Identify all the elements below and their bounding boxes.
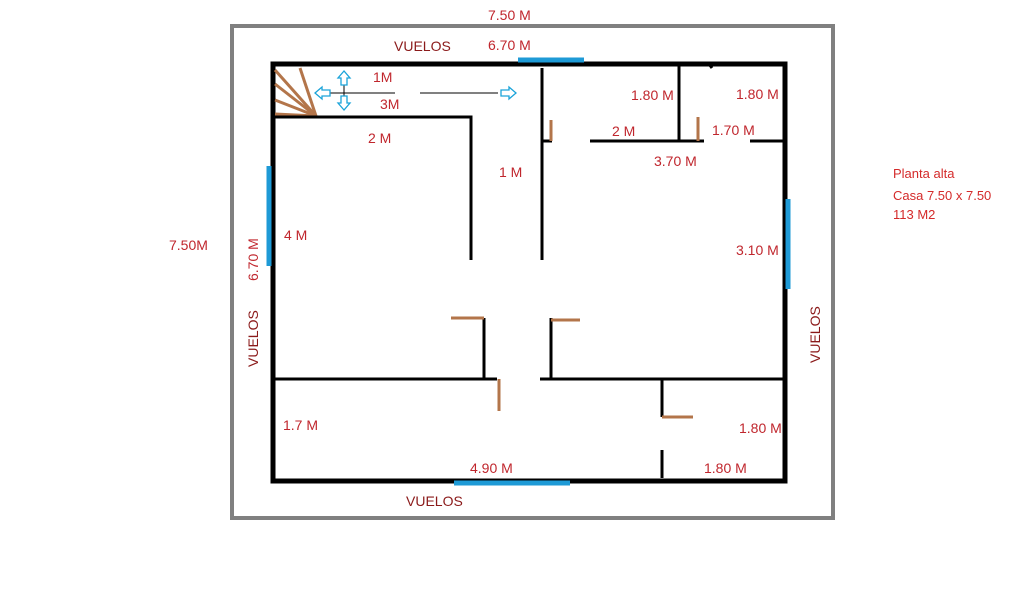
vuelos-left-label: VUELOS — [245, 310, 261, 367]
interior-walls — [273, 63, 783, 478]
room-3-10m-label: 3.10 M — [736, 242, 779, 258]
outer-height-label: 7.50M — [169, 237, 208, 253]
stair-arrows — [314, 70, 517, 111]
arrow-down-icon — [336, 95, 352, 111]
room-4m-label: 4 M — [284, 227, 307, 243]
doors — [451, 117, 700, 419]
top-width-label: 6.70 M — [488, 37, 531, 53]
closet-1-80m-b-label: 1.80 M — [736, 86, 779, 102]
stair-3m-label: 3M — [380, 96, 399, 112]
arrow-up-icon — [336, 70, 352, 86]
room-2m-label: 2 M — [368, 130, 391, 146]
arrow-left-icon — [314, 85, 331, 101]
vuelos-top-label: VUELOS — [394, 38, 451, 54]
vuelos-right-label: VUELOS — [807, 306, 823, 363]
left-height-label: 6.70 M — [245, 238, 261, 281]
room-1-7m-label: 1.7 M — [283, 417, 318, 433]
stair-1m-label: 1M — [373, 69, 392, 85]
eaves-border — [230, 24, 835, 520]
bottom-4-90m-label: 4.90 M — [470, 460, 513, 476]
staircase — [273, 67, 318, 118]
note-line-1: Planta alta — [893, 166, 955, 181]
outer-walls — [270, 61, 788, 484]
hall-1m-label: 1 M — [499, 164, 522, 180]
arrow-right-icon — [500, 85, 517, 101]
bath-1-80m-a-label: 1.80 M — [739, 420, 782, 436]
bath-1-80m-b-label: 1.80 M — [704, 460, 747, 476]
closet-2m-label: 2 M — [612, 123, 635, 139]
note-line-2: Casa 7.50 x 7.50 — [893, 188, 991, 203]
closet-1-80m-a-label: 1.80 M — [631, 87, 674, 103]
outer-width-label: 7.50 M — [488, 7, 531, 23]
closet-1-70m-label: 1.70 M — [712, 122, 755, 138]
vuelos-bottom-label: VUELOS — [406, 493, 463, 509]
note-line-3: 113 M2 — [893, 207, 935, 222]
room-3-70m-label: 3.70 M — [654, 153, 697, 169]
